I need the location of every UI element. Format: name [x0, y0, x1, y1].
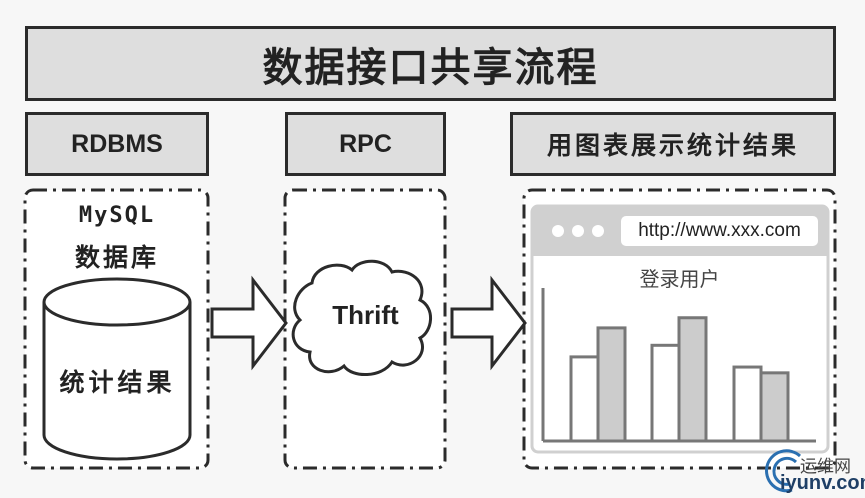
watermark-en: iyunv.com	[780, 472, 865, 494]
arrow-right-icon	[450, 275, 527, 371]
bar-series-2-1	[677, 316, 708, 443]
bar-series-2-2	[759, 371, 790, 443]
window-dot-icon	[592, 225, 604, 237]
arrow-right-icon	[210, 275, 288, 371]
db-name-label: 数据库	[74, 243, 159, 272]
bar-series-1-0	[569, 355, 600, 443]
browser-url-bar: http://www.xxx.com	[621, 216, 818, 246]
bar-series-2-0	[596, 326, 627, 443]
database-cylinder-icon	[42, 277, 192, 461]
thrift-label: Thrift	[332, 300, 399, 330]
diagram-title: 数据接口共享流程	[25, 26, 836, 101]
chart-title: 登录用户	[639, 267, 720, 291]
header-rpc: RPC	[285, 112, 446, 176]
header-chart-display: 用图表展示统计结果	[510, 112, 836, 176]
db-content-label: 统计结果	[59, 368, 176, 397]
bar-series-1-1	[650, 343, 681, 443]
watermark-logo-icon	[765, 449, 802, 493]
bar-series-1-2	[732, 365, 763, 443]
watermark-cn: 运维网	[800, 457, 851, 477]
db-type-label: MySQL	[78, 203, 156, 228]
window-dot-icon	[572, 225, 584, 237]
window-dot-icon	[552, 225, 564, 237]
bar-chart	[541, 288, 816, 443]
cloud-icon	[291, 259, 432, 376]
header-rdbms: RDBMS	[25, 112, 209, 176]
